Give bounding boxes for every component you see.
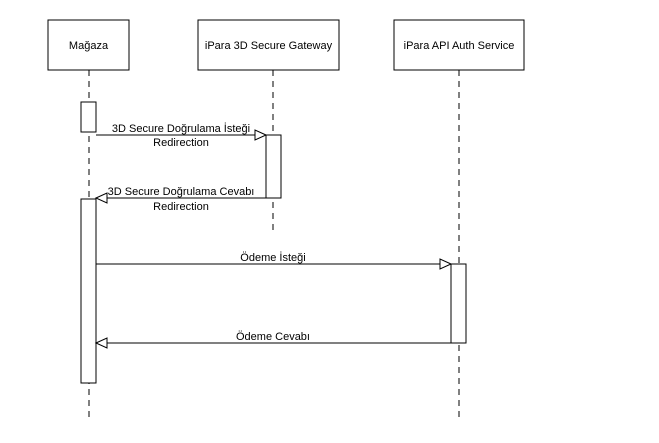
activation-magaza-1 xyxy=(80,101,97,133)
message-3: Ödeme İsteği xyxy=(96,251,453,270)
open-arrowhead-icon xyxy=(254,129,268,141)
message-2: 3D Secure Doğrulama Cevabı Redirection xyxy=(94,186,266,213)
message-2-label: 3D Secure Doğrulama Cevabı xyxy=(108,186,255,198)
participant-magaza-label: Mağaza xyxy=(69,40,109,52)
message-2-sublabel: Redirection xyxy=(153,201,209,213)
message-1-label: 3D Secure Doğrulama İsteği xyxy=(112,122,250,135)
participant-magaza: Mağaza xyxy=(47,19,130,71)
message-3-label: Ödeme İsteği xyxy=(240,251,305,264)
open-arrowhead-icon xyxy=(439,258,453,270)
message-1-sublabel: Redirection xyxy=(153,137,209,149)
participant-auth: iPara API Auth Service xyxy=(393,19,525,71)
open-arrowhead-icon xyxy=(94,192,108,204)
message-4: Ödeme Cevabı xyxy=(94,331,451,349)
open-arrowhead-icon xyxy=(94,337,108,349)
activation-auth xyxy=(450,263,467,344)
participant-gateway: iPara 3D Secure Gateway xyxy=(197,19,340,71)
participant-gateway-label: iPara 3D Secure Gateway xyxy=(205,40,333,52)
message-4-label: Ödeme Cevabı xyxy=(236,331,310,343)
activation-gateway xyxy=(265,134,282,199)
activation-magaza-2 xyxy=(80,198,97,384)
message-1: 3D Secure Doğrulama İsteği Redirection xyxy=(96,122,268,149)
participant-auth-label: iPara API Auth Service xyxy=(404,40,515,52)
